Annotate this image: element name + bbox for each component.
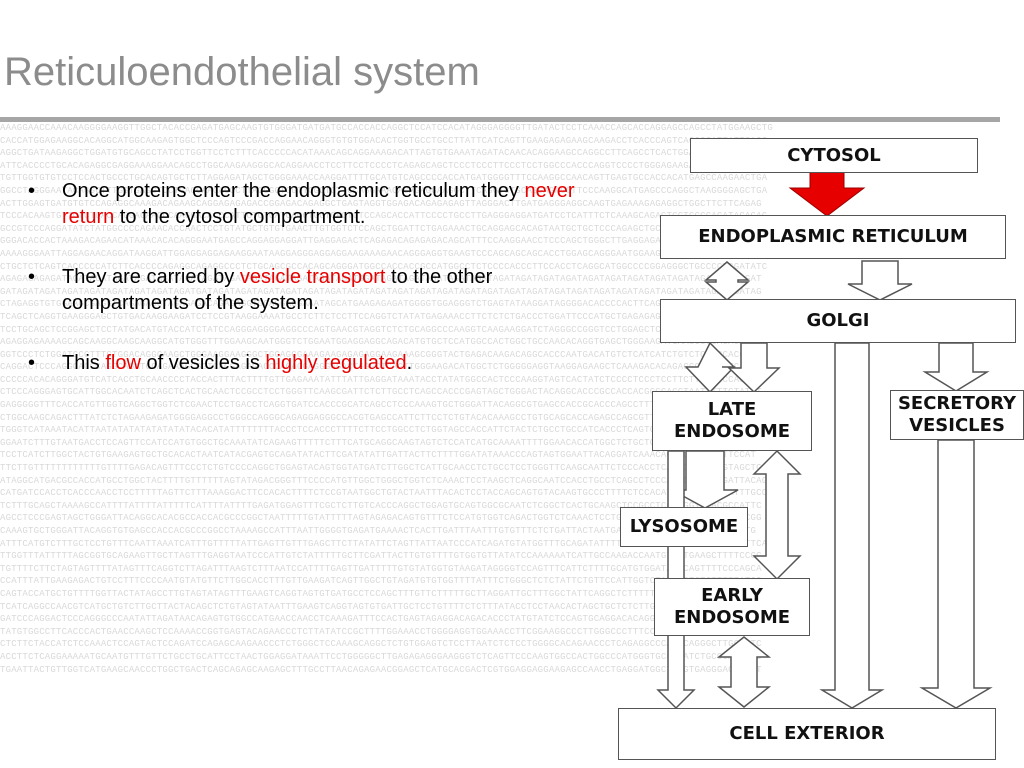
dna-sequence-line: CTGCTCTCAGTCACCCCCATCTTCACCCCAGAGGCAGAGG…	[0, 261, 768, 272]
dna-sequence-line: AGAGGAGAAAAGCAGCAAGGCAAGCAAGGCATGTGGGTTT…	[0, 337, 762, 348]
dna-sequence-line: TCAGCTCAGGTGAAGGGAGCTGTGACAAGGAAGATCCTCC…	[0, 311, 762, 322]
bullet-item: • They are carried by vesicle transport …	[28, 264, 608, 316]
label-cytosol: CYTOSOL	[787, 144, 881, 166]
bullet-text-part: to the cytosol compartment.	[114, 206, 366, 228]
dna-sequence-line: GGAATCTTTGTAATGACCTCCAGTTCCATCCATGTGGCTG…	[0, 437, 757, 448]
dna-sequence-line: TCCTCATCTTGGCTACTGTGAAGAGTGCTGCACACTAATC…	[0, 450, 757, 461]
highlight-never-return: never return	[62, 180, 575, 228]
box-cell-exterior: CELL EXTERIOR	[618, 708, 996, 760]
label-secretory-line1: SECRETORY	[897, 393, 1017, 414]
dna-sequence-line: GATAGATAGATAGATAGATAGATAGATAGATAGATGATAG…	[0, 286, 762, 297]
bullet-text-part: to the other compartments of the system.	[62, 266, 493, 314]
dna-sequence-line: AGAGAGAGAGATAGATAGATAGATAGATAGATAGATAGAT…	[0, 274, 762, 285]
double-arrow-early-endosome-cell-exterior	[716, 636, 772, 708]
double-arrow-golgi-late-endosome	[684, 341, 736, 394]
dna-sequence-line: TCTTTGCAGCTAAAAGCCATTTTATTTTATTTTTCATTTT…	[0, 500, 762, 511]
dna-sequence-line: CAAAGTGCTGGGATTACAGGTGTGAGCCACCACGCCCGGC…	[0, 526, 757, 536]
double-arrow-early-late-endosome	[752, 449, 802, 581]
down-arrow-golgi-cell-exterior	[819, 342, 885, 709]
dna-sequence-line: AGCCTCCCGAGTAGCTGGGATTACAGGCACACGCCACCAC…	[0, 513, 762, 524]
bullet-text-part: .	[406, 352, 413, 374]
down-arrow-golgi-late-endosome	[727, 342, 781, 394]
label-early-endosome-line2: ENDOSOME	[673, 607, 791, 628]
dna-sequence-line: TGAATTACTGTTGGTCATGAAGCAACCCTGGCTGACTCAG…	[0, 664, 762, 675]
dna-sequence-line: CAGGACTCCCAGGCACCCAGGCAGATGGAGAAAGCGGTCA…	[0, 362, 762, 373]
dna-sequence-line: CTAGAGGTGTGGAAGCGAGGTCAGAGACCTAGAGAGACAG…	[0, 299, 762, 310]
dna-sequence-line: TGTTGGTGTGTCCTCCACTGCCCTGCACAGTGCTCTTAGG…	[0, 173, 768, 184]
bullet-item: • Once proteins enter the endoplasmic re…	[28, 178, 608, 230]
dna-sequence-line: CTGGCAAGCAGACTTTATCTCTAGAAGAGATGGGGAGGCC…	[0, 412, 757, 423]
dna-sequence-line: AAAAGGGAATTAGGAGAACAGGATAAGGATTGGAGGAGGA…	[0, 248, 768, 259]
down-arrow-secretory-cell-exterior	[919, 439, 993, 709]
red-arrow-cytosol-er	[788, 171, 866, 217]
title-divider	[0, 117, 1000, 122]
dna-sequence-line: TCATCAGGCCAACGTCATGCTGTCTTGCTTACTACAGCTC…	[0, 601, 762, 612]
dna-sequence-line: TGGGTCATAAATACATTAATATATATATATATATACACAT…	[0, 425, 762, 436]
dna-sequence-line: CCATTTATTGAAGAGACTGTCCTTTCCCCAATGTATGTTC…	[0, 576, 762, 587]
bullet-dot-icon: •	[28, 352, 36, 374]
highlight-vesicle-transport: vesicle transport	[239, 266, 386, 288]
dna-sequence-line: ATAGGCATGACGCCACCATGCCTGGCTACTTTTGTTTTTT…	[0, 475, 768, 486]
dna-sequence-line: CAGTACCATGCTGTTTTGGTTACTATAGCCTTGTAGTATA…	[0, 588, 762, 599]
bullet-text-part: Once proteins enter the endoplasmic reti…	[62, 180, 525, 202]
dna-sequence-line: ACTTGGAGTGATGTGTCCAGAGGCAAAGACAGAAGCAGGA…	[0, 198, 762, 209]
dna-sequence-line: TCCTGCAGCTCCGGAGCTCCTATGACATGTACCATCTATC…	[0, 324, 768, 335]
dna-sequence-line: GAGGGGGTTTCACCATGTTGGTCAGGCTGGTCTCGAACTC…	[0, 400, 762, 411]
dna-sequence-line: CCCCCACACAGGGATGTCATCACCTGCAACCCCTACCACT…	[0, 374, 757, 385]
box-secretory-vesicles: SECRETORY VESICLES	[890, 390, 1024, 440]
dna-sequence-line: TCCCACAAGTGTTCTCTCACCAGGAGAACCCAAGGACACC…	[0, 211, 768, 222]
box-cytosol: CYTOSOL	[690, 138, 978, 173]
dna-sequence-line: TTGGTTTATTTTTAGCGGTGCAGAAGTTGCTTAGTTTGAG…	[0, 551, 762, 562]
label-late-endosome-line2: ENDOSOME	[673, 421, 791, 442]
box-endoplasmic-reticulum: ENDOPLASMIC RETICULUM	[660, 215, 1006, 259]
dna-sequence-line: TATGTGGCCTTCACCCACTGAACCAAGCTCCAAAACCGGT…	[0, 626, 762, 637]
label-secretory-line2: VESICLES	[909, 415, 1005, 436]
label-cell-exterior: CELL EXTERIOR	[729, 723, 885, 744]
box-late-endosome: LATE ENDOSOME	[652, 391, 812, 451]
bullet-item: • This flow of vesicles is highly regula…	[28, 350, 608, 376]
dna-sequence-line: ACCTTCTCAGGAAAAATGCAATGTTTGTTCTGCCTGCATT…	[0, 651, 762, 662]
down-arrow-er-golgi-right	[847, 260, 913, 301]
dna-sequence-line: TGTTTTCTTCTAGTAGTTTTATAGTTTCAGGTCTTAGATT…	[0, 563, 762, 574]
bullet-dot-icon: •	[28, 180, 36, 202]
dna-sequence-line: CATGATCCACCTCACCCAACCTCCTTTTTAGTTCTTTAAA…	[0, 488, 768, 499]
label-late-endosome-line1: LATE	[707, 399, 757, 420]
box-early-endosome: EARLY ENDOSOME	[654, 578, 810, 636]
dna-sequence-line: TTCTTGTTTTTTTTTTTTGTTTTGAGACAGTTTCCCTCTG…	[0, 463, 762, 474]
highlight-highly-regulated: highly regulated	[265, 352, 407, 374]
dna-sequence-line: ATTTCATGTCTTTGCTCCTGTTTCAATTAAATCATTTGTT…	[0, 538, 768, 549]
bullet-text-part: They are carried by	[62, 266, 240, 288]
bullet-text-part: This	[62, 352, 106, 374]
dna-sequence-line: GGGACACCACTAAAGACAGAACATAAACACACAGGGAATG…	[0, 236, 768, 247]
dna-sequence-line: GGCCTAGGGAATACAGGCTTTGGTGAGGTCCTGAGCAAGA…	[0, 185, 768, 196]
dna-sequence-line: GATCCCAGGACTCCCAGGGCCCAATATTAGATAACAGAGT…	[0, 614, 757, 625]
slide-title: Reticuloendothelial system	[4, 50, 480, 94]
down-arrow-golgi-secretory	[922, 342, 990, 392]
dna-sequence-line: CTCCCAGGGAGTGCATTGGCACAATCTCAGCTCACTGCAA…	[0, 387, 762, 398]
label-early-endosome-line1: EARLY	[701, 585, 763, 606]
dna-sequence-line: AAAGGAACCAAACAAGGGGAAGGTTGGCTACACCGAGATG…	[0, 123, 773, 133]
dna-sequence-line: GCCGTCCCAGGATATCTATGGCCCCAGAACACCAACTCCT…	[0, 223, 768, 234]
dna-sequence-line: AGGCTGATAAGAGGCTGGATGTGCAGCCTATCCTGGTTCC…	[0, 148, 768, 159]
bullet-list: • Once proteins enter the endoplasmic re…	[28, 178, 608, 410]
label-endoplasmic-reticulum: ENDOPLASMIC RETICULUM	[698, 226, 968, 247]
highlight-flow: flow	[105, 352, 141, 374]
dna-sequence-line: GGTCCCTCTGGATGCCTTTGTGGACAGGGAAGCTGGGAAG…	[0, 349, 768, 360]
bullet-dot-icon: •	[28, 266, 36, 288]
box-golgi: GOLGI	[660, 299, 1016, 343]
dna-sequence-background: AAAGGAACCAAACAAGGGGAAGGTTGGCTACACCGAGATG…	[0, 122, 1024, 768]
dna-sequence-line: ATTCACCCCTGCACAGAGGCGAGGAAAGGAACAGCCTGGC…	[0, 160, 773, 171]
label-lysosome: LYSOSOME	[629, 516, 739, 537]
dna-sequence-line: CTCTTCTACCATCTCCAAACTCCAGTACTCCAGATCCAGA…	[0, 639, 762, 650]
label-golgi: GOLGI	[806, 310, 870, 331]
dna-sequence-line: CACCATGGAGAAGGCACAGGCATGGCAAGAGTGGCTCCCA…	[0, 135, 768, 146]
box-lysosome: LYSOSOME	[620, 507, 748, 547]
bullet-text-part: of vesicles is	[140, 352, 266, 374]
double-arrow-er-golgi-left	[703, 261, 751, 301]
